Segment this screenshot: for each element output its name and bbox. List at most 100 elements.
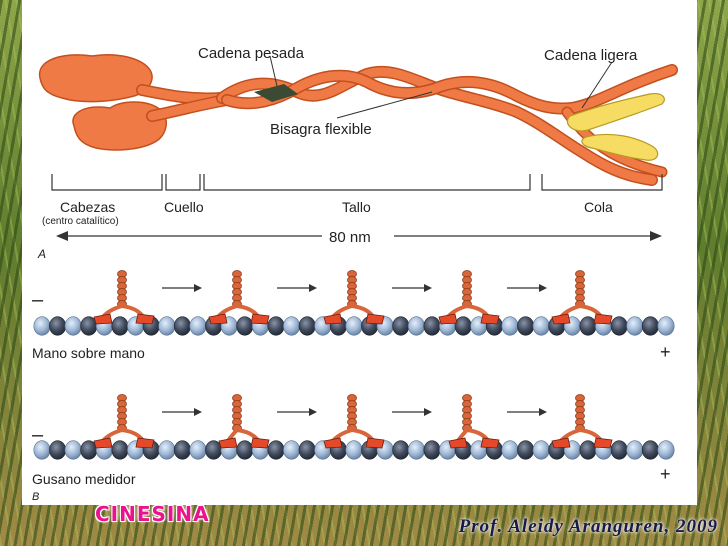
tubulin-beta [267,440,285,460]
motor-head [323,313,343,325]
tubulin-alpha [626,316,644,336]
kinesin-motor [551,270,613,325]
tubulin-beta [298,440,316,460]
tubulin-beta [610,440,628,460]
motor-head [365,437,385,449]
motor-head [551,313,571,325]
kinesin-motor [448,394,500,449]
label-inchworm: Gusano medidor [32,471,136,487]
kinesin-motor [323,270,385,325]
motor-head [93,313,113,325]
motor-head-upper [38,54,153,103]
leader-light-chain [581,61,613,109]
tubulin-alpha [64,440,82,460]
tubulin-beta [173,440,191,460]
inchworm-row [33,394,675,460]
leader-hinge [336,91,433,119]
motor-head [208,313,228,325]
tubulin-alpha [657,440,675,460]
motor-head [480,437,500,449]
slide-title: CINESINA [95,502,210,526]
tubulin-beta [392,440,410,460]
tubulin-alpha [501,316,519,336]
kinesin-diagram: Cadena pesada Cadena ligera Bisagra flex… [32,45,678,503]
plus-end-top: + [660,342,671,362]
tubulin-beta [517,440,535,460]
label-heavy-chain: Cadena pesada [198,45,305,62]
kinesin-molecule [38,54,678,186]
plus-end-bottom: + [660,464,671,484]
light-chain-lower [581,133,659,161]
tubulin-beta [641,316,659,336]
label-light-chain: Cadena ligera [544,47,638,64]
label-neck: Cuello [164,199,204,215]
length-scale [56,231,662,241]
hinge-marker [254,84,298,102]
author-credit: Prof. Aleidy Aranguren, 2009 [458,516,718,537]
tubulin-beta [111,316,129,336]
tubulin-beta [610,316,628,336]
tubulin-alpha [158,440,176,460]
tubulin-alpha [657,316,675,336]
label-length: 80 nm [329,229,371,246]
motor-head [438,313,458,325]
tubulin-beta [423,440,441,460]
motor-head [218,437,238,449]
tubulin-alpha [283,316,301,336]
tubulin-alpha [189,316,207,336]
tubulin-alpha [158,316,176,336]
label-heads: Cabezas [60,199,115,215]
label-tail: Cola [584,199,613,215]
tubulin-beta [454,316,472,336]
minus-end-top: – [32,289,44,311]
kinesin-motor [438,270,500,325]
motor-head [135,313,155,325]
tubulin-beta [517,316,535,336]
motor-head [593,437,613,449]
label-panel-a: A [37,247,46,261]
tubulin-alpha [407,316,425,336]
tubulin-alpha [532,440,550,460]
tubulin-beta [392,316,410,336]
minus-end-bottom: – [32,424,44,446]
motor-head [365,313,385,325]
tubulin-alpha [345,440,363,460]
motor-head [323,437,343,449]
tubulin-alpha [345,316,363,336]
tubulin-beta [111,440,129,460]
motor-head [480,313,500,325]
kinesin-motor [323,394,385,449]
tubulin-beta [49,440,67,460]
tubulin-beta [49,316,67,336]
kinesin-motor [93,270,155,325]
motor-head [250,437,270,449]
hand-over-hand-row [33,270,675,336]
label-panel-b: B [32,491,39,503]
tubulin-alpha [189,440,207,460]
tubulin-beta [236,440,254,460]
motor-head-lower [72,101,167,151]
light-chain-upper [566,93,665,132]
tubulin-alpha [532,316,550,336]
diagram-panel: Cadena pesada Cadena ligera Bisagra flex… [22,0,697,505]
tubulin-beta [298,316,316,336]
tubulin-beta [236,316,254,336]
tubulin-beta [267,316,285,336]
tubulin-beta [579,440,597,460]
motor-head [448,437,468,449]
tubulin-alpha [626,440,644,460]
region-brackets [51,174,663,191]
label-stalk: Tallo [342,199,371,215]
leader-heavy-chain [269,55,278,87]
label-hand-over-hand: Mano sobre mano [32,345,145,361]
label-flexible-hinge: Bisagra flexible [270,121,372,138]
kinesin-motor [218,394,270,449]
kinesin-motor [551,394,613,449]
tubulin-beta [173,316,191,336]
tubulin-beta [579,316,597,336]
tubulin-alpha [407,440,425,460]
motor-head [250,313,270,325]
tubulin-alpha [283,440,301,460]
motor-head [93,437,113,449]
motor-head [551,437,571,449]
